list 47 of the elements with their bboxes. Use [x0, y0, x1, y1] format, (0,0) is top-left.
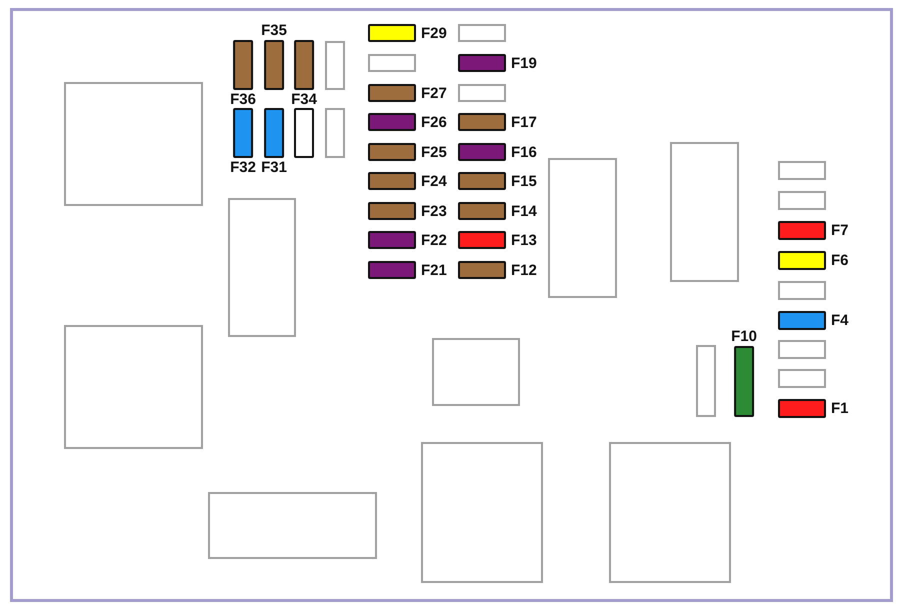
relay-outline	[609, 442, 731, 583]
fuse-label: F31	[261, 159, 287, 176]
empty-fuse-slot	[325, 108, 345, 158]
relay-outline	[64, 325, 203, 449]
fuse-box-panel	[10, 8, 893, 602]
relay-outline	[670, 142, 739, 282]
empty-fuse-slot	[458, 24, 506, 42]
fuse-label: F10	[731, 328, 757, 345]
fuse-label: F36	[230, 91, 256, 108]
fuse-label: F34	[291, 91, 317, 108]
empty-fuse-slot	[368, 54, 416, 72]
fuse-label: F24	[421, 172, 447, 190]
empty-fuse-slot	[325, 41, 345, 90]
empty-fuse-slot	[696, 345, 716, 417]
fuse-label: F26	[421, 114, 447, 130]
empty-fuse-slot	[778, 340, 826, 359]
fuse-label: F35	[261, 22, 287, 39]
relay-outline	[64, 82, 203, 206]
fuse-label: F16	[511, 144, 537, 160]
relay-outline	[208, 492, 377, 559]
fuse-label: F27	[421, 84, 447, 102]
empty-fuse-slot	[778, 369, 826, 388]
fuse-label: F17	[511, 114, 537, 130]
fuse-label: F14	[511, 202, 537, 220]
empty-fuse-slot	[458, 84, 506, 102]
fuse-label: F12	[511, 262, 537, 278]
empty-fuse-slot	[294, 108, 314, 158]
fuse-label: F32	[230, 159, 256, 176]
empty-fuse-slot	[778, 191, 826, 210]
relay-outline	[548, 158, 617, 298]
fuse-label: F22	[421, 232, 447, 248]
fuse-label: F13	[511, 232, 537, 248]
fuse-label: F1	[831, 400, 849, 417]
fuse-label: F25	[421, 144, 447, 160]
fuse-label: F19	[511, 54, 537, 72]
fuse-label: F7	[831, 222, 849, 239]
fuse-label: F23	[421, 202, 447, 220]
relay-outline	[421, 442, 543, 583]
relay-outline	[228, 198, 296, 337]
empty-fuse-slot	[778, 161, 826, 180]
fuse-label: F4	[831, 312, 849, 329]
fuse-label: F15	[511, 172, 537, 190]
empty-fuse-slot	[778, 281, 826, 300]
fuse-label: F21	[421, 262, 447, 278]
fuse-label: F6	[831, 252, 849, 269]
relay-outline	[432, 338, 520, 406]
fuse-label: F29	[421, 24, 447, 42]
